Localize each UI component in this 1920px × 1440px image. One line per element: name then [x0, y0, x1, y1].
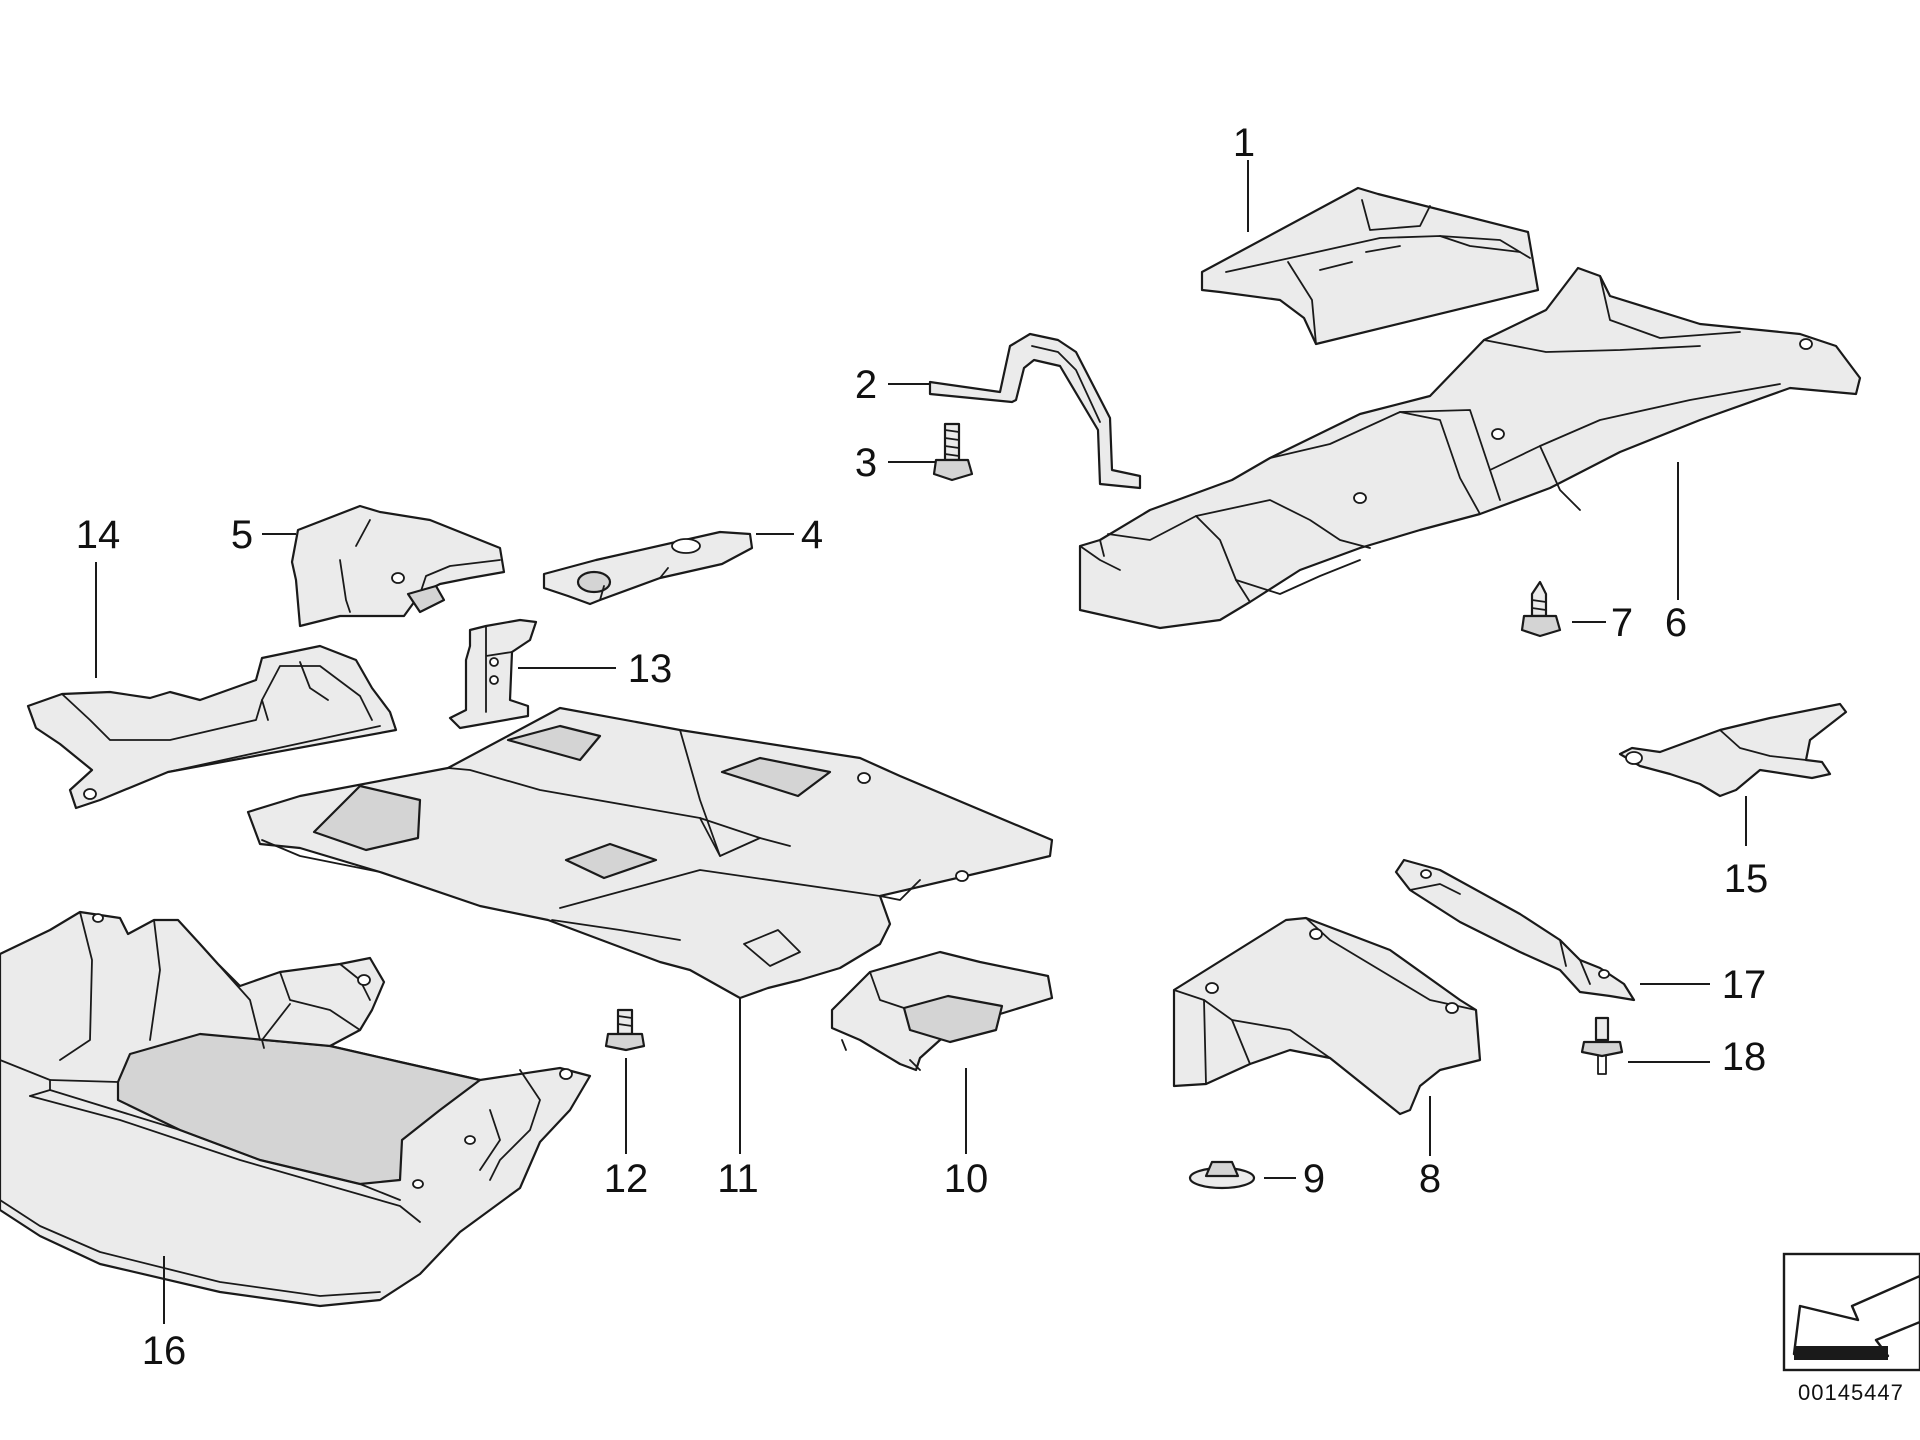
callout-18: 18 — [1722, 1035, 1767, 1079]
part-16-front-underbody-tray — [0, 910, 592, 1308]
part-11-underbody-panel — [246, 706, 1054, 1000]
leader-lines — [95, 160, 1747, 1324]
part-14-side-guide-panel — [26, 644, 398, 810]
callout-11: 11 — [717, 1157, 759, 1201]
callout-2: 2 — [855, 363, 877, 407]
callout-17: 17 — [1722, 963, 1767, 1007]
part-6-tunnel-heat-shield — [1078, 266, 1862, 630]
callout-8: 8 — [1419, 1157, 1441, 1201]
callout-14: 14 — [76, 513, 121, 557]
callout-10: 10 — [944, 1157, 989, 1201]
orientation-badge — [1782, 1252, 1920, 1372]
part-5-cover-bracket — [290, 504, 506, 628]
callout-7: 7 — [1611, 601, 1633, 645]
callout-13: 13 — [628, 647, 673, 691]
part-12-screw — [604, 1008, 646, 1052]
part-7-screw — [1520, 580, 1562, 638]
part-4-bracket-plate — [542, 530, 754, 606]
callout-15: 15 — [1724, 857, 1769, 901]
part-10-cover-plate — [830, 950, 1054, 1072]
part-18-clip-screw — [1580, 1016, 1624, 1075]
part-13-support-bracket — [448, 618, 538, 730]
callout-3: 3 — [855, 441, 877, 485]
callout-16: 16 — [142, 1329, 187, 1373]
callout-labels: 1 2 3 4 5 6 7 8 9 10 11 12 13 14 15 16 1… — [76, 121, 1769, 1373]
callout-12: 12 — [604, 1157, 649, 1201]
part-15-small-bracket — [1618, 702, 1848, 798]
part-9-nut — [1188, 1160, 1256, 1190]
part-1-heat-shield — [1200, 186, 1540, 346]
callout-1: 1 — [1233, 121, 1255, 165]
part-3-bolt — [932, 422, 974, 482]
callout-9: 9 — [1303, 1157, 1325, 1201]
callout-5: 5 — [231, 513, 253, 557]
part-2-strap-bracket — [928, 332, 1142, 490]
callout-4: 4 — [801, 513, 823, 557]
part-8-heat-shield — [1172, 916, 1482, 1116]
callout-6: 6 — [1665, 601, 1687, 645]
part-17-long-bracket — [1394, 858, 1636, 1002]
reference-number: 00145447 — [1798, 1380, 1904, 1405]
